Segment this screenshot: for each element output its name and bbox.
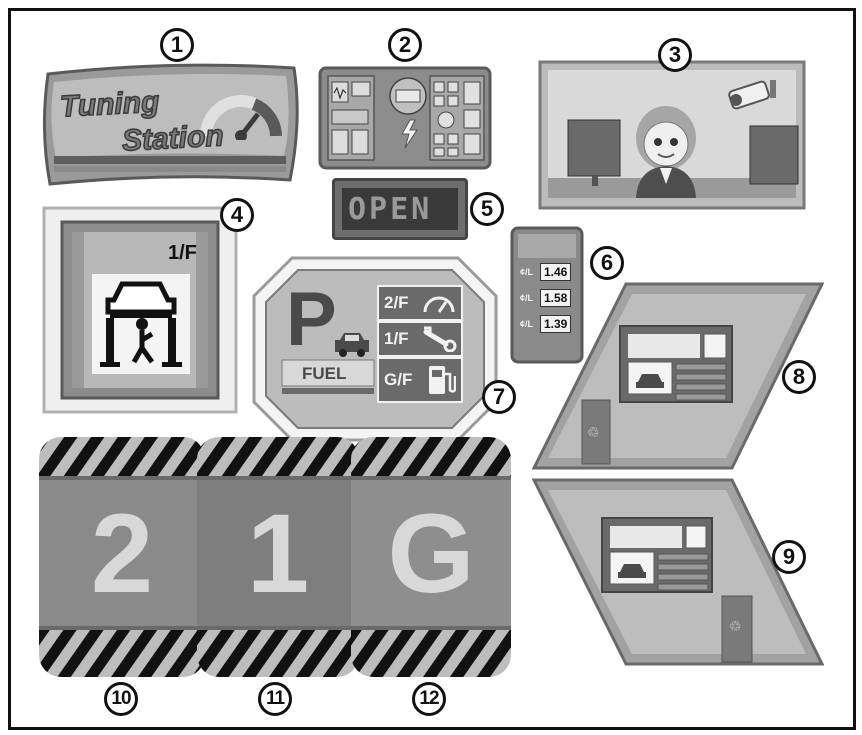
floor-tile-label: 1 [246,491,310,616]
price-unit: ¢/L [520,293,534,303]
price-row: ¢/L 1.46 [520,262,580,282]
callout-12: 12 [412,682,446,716]
fuel-label: FUEL [302,364,347,383]
recycle-icon: ♲ [729,618,742,634]
sticker-open-sign: OPEN [332,178,468,240]
callout-3: 3 [658,38,692,72]
floor-tile-label: 2 [90,491,154,616]
floor-label-1f: 1/F [384,329,409,348]
price-value: 1.58 [540,289,572,307]
sticker-floor-directory: P FUEL 2/F 1/F G/F [252,256,498,442]
floor-tile-1: 1 [196,436,360,678]
price-unit: ¢/L [520,319,534,329]
floor-tile-label: G [387,491,475,616]
price-unit: ¢/L [520,267,534,277]
recycle-icon: ♲ [587,424,600,440]
sticker-parking-machine-wall: ♲ [531,478,825,666]
floor-tile-2: 2 [38,436,206,678]
open-sign-text: OPEN [348,192,433,227]
sticker-tuning-station-sign: Tuning Station [40,60,302,188]
sticker-lift-floor: 1/F [42,206,238,414]
price-row: ¢/L 1.39 [520,314,580,334]
callout-9: 9 [772,540,806,574]
callout-11: 11 [258,682,292,716]
fuel-pump-icon [429,366,456,394]
car-lift-icon [92,274,190,374]
sticker-price-board: ¢/L 1.46 ¢/L 1.58 ¢/L 1.39 [510,226,586,366]
callout-1: 1 [160,28,194,62]
price-value: 1.39 [540,315,572,333]
callout-4: 4 [220,198,254,232]
floor-label-2f: 2/F [384,293,409,312]
car-icon [335,333,369,357]
callout-2: 2 [388,28,422,62]
price-row: ¢/L 1.58 [520,288,580,308]
callout-6: 6 [590,246,624,280]
security-camera-icon [728,80,776,110]
price-value: 1.46 [540,263,572,281]
lift-floor-label: 1/F [168,242,197,264]
parking-letter: P [286,277,337,362]
callout-10: 10 [104,682,138,716]
sticker-parking-machine-wall: ♲ [531,282,825,470]
sign-title-line2: Station [120,119,225,159]
speedometer-icon [200,95,282,140]
sign-title-line1: Tuning [58,85,161,125]
callout-7: 7 [482,380,516,414]
sticker-attendant-counter [538,60,806,210]
speedometer-icon [423,296,455,313]
callout-8: 8 [782,360,816,394]
callout-5: 5 [470,192,504,226]
floor-label-gf: G/F [384,370,413,389]
floor-tile-g: G [350,436,512,678]
wrench-icon [423,326,457,352]
sticker-control-panel [318,66,492,170]
